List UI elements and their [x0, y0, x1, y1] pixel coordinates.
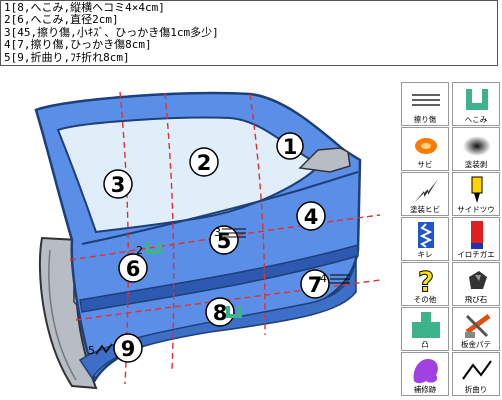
placed-damage-markers[interactable]: 2 3 4 5: [88, 226, 350, 357]
svg-text:4: 4: [304, 205, 319, 229]
zone-marker[interactable]: 7: [300, 269, 330, 299]
damage-note-line: 1[8,へこみ,縦横ヘコミ4×4cm]: [4, 1, 165, 14]
door-hinge-line: [48, 249, 77, 381]
door-side-molding: [79, 244, 359, 313]
damage-note-line: 4[7,擦り傷,ひっかき傷8cm]: [4, 38, 152, 52]
svg-text:5: 5: [88, 344, 95, 357]
zone-marker[interactable]: 1: [276, 132, 304, 160]
zone-marker[interactable]: 3: [103, 169, 133, 199]
scratch-marker[interactable]: 3: [214, 226, 246, 239]
palette-side-marker-button[interactable]: サイドツウ: [452, 172, 500, 216]
paint-peel-icon: [463, 136, 491, 156]
palette-other-button[interactable]: ? その他: [401, 262, 449, 306]
damage-note-line: 5[9,折曲り,ﾌﾁ折れ8cm]: [4, 50, 130, 64]
zone-number-markers[interactable]: 1 2 3 4 5 6 7 8: [103, 132, 330, 363]
svg-text:6: 6: [126, 257, 141, 281]
bump-icon: [412, 312, 440, 338]
svg-text:2: 2: [136, 244, 143, 257]
svg-text:5: 5: [217, 229, 232, 253]
palette-color-mismatch-button[interactable]: イロチガエ: [452, 217, 500, 261]
palette-cut-button[interactable]: キレ: [401, 217, 449, 261]
zone-marker[interactable]: 2: [189, 147, 219, 177]
damage-type-palette: 擦り傷 へこみ サビ 塗装剥 塗装ヒビ サイドツウ: [399, 82, 502, 400]
svg-text:8: 8: [213, 301, 228, 325]
palette-putty-button[interactable]: 板金パテ: [452, 307, 500, 351]
paint-crack-icon: [414, 179, 438, 203]
zone-marker[interactable]: 9: [113, 333, 143, 363]
zone-marker[interactable]: 8: [205, 297, 235, 327]
other-question-icon: ?: [417, 265, 434, 298]
palette-repair-mark-button[interactable]: 補修跡: [401, 352, 449, 396]
bend-icon: [462, 360, 492, 380]
dent-marker[interactable]: [226, 306, 242, 318]
palette-paint-peel-button[interactable]: 塗装剥: [452, 127, 500, 171]
door-diagram[interactable]: 1 2 3 4 5 6 7 8: [0, 70, 395, 400]
door-beltline: [81, 171, 359, 245]
bend-marker[interactable]: 5: [88, 343, 113, 357]
svg-text:?: ?: [418, 265, 434, 297]
putty-icon: [465, 313, 491, 338]
cut-icon: [418, 222, 434, 248]
palette-bend-button[interactable]: 折曲り: [452, 352, 500, 396]
rust-icon: [415, 138, 437, 154]
dent-icon: [466, 89, 488, 110]
side-marker-icon: [471, 176, 483, 203]
svg-text:7: 7: [308, 273, 323, 297]
damage-note-line: 3[45,擦り傷,小ｷｽﾞ、ひっかき傷1cm多少]: [4, 25, 219, 39]
svg-text:1: 1: [283, 135, 298, 159]
svg-text:3: 3: [111, 173, 126, 197]
palette-stone-chip-button[interactable]: 飛び石: [452, 262, 500, 306]
svg-text:3: 3: [214, 226, 221, 239]
dent-marker[interactable]: 2: [136, 242, 162, 257]
palette-dent-button[interactable]: へこみ: [452, 82, 500, 126]
svg-text:9: 9: [121, 337, 136, 361]
repair-mark-icon: [413, 359, 438, 384]
svg-text:4: 4: [320, 272, 327, 285]
door-lower-edge: [78, 259, 357, 380]
color-mismatch-icon: [471, 221, 483, 249]
svg-text:2: 2: [197, 151, 212, 175]
zone-marker[interactable]: 6: [118, 253, 148, 283]
stone-chip-icon: [469, 271, 487, 289]
side-mirror: [298, 147, 351, 173]
zone-marker[interactable]: 4: [296, 201, 326, 231]
door-window-glass: [56, 116, 322, 234]
palette-paint-crack-button[interactable]: 塗装ヒビ: [401, 172, 449, 216]
palette-rust-button[interactable]: サビ: [401, 127, 449, 171]
scratch-marker[interactable]: 4: [320, 272, 350, 285]
damage-notes-list: 1[8,へこみ,縦横ヘコミ4×4cm] 2[6,へこみ,直径2cm] 3[45,…: [0, 0, 498, 66]
damage-note-line: 2[6,へこみ,直径2cm]: [4, 13, 119, 27]
palette-scratch-button[interactable]: 擦り傷: [401, 82, 449, 126]
scratch-lines-icon: [412, 94, 440, 106]
palette-bump-button[interactable]: 凸: [401, 307, 449, 351]
